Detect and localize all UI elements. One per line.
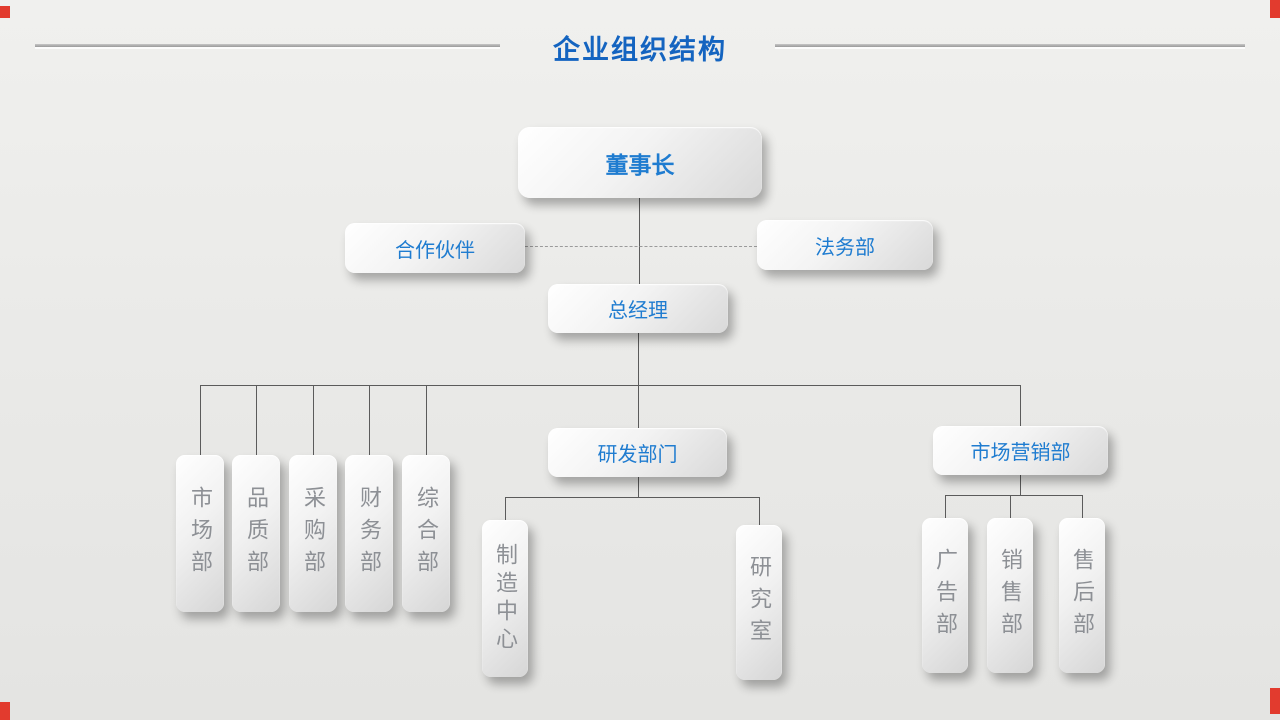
node-legal: 法务部 [757, 220, 933, 270]
corner-accent-top-right [1270, 0, 1280, 18]
corner-accent-bottom-right [1270, 688, 1280, 714]
title-rule-left [35, 44, 500, 47]
node-aftersales-label: 售后部 [1070, 547, 1095, 644]
node-marketing-label: 市场营销部 [970, 442, 1071, 464]
slide-title: 企业组织结构 [553, 35, 727, 65]
connector-drop-aftersales [1082, 495, 1083, 518]
node-dept-general: 综合部 [402, 455, 450, 612]
node-research-lab: 研究室 [736, 525, 782, 680]
connector-rd-sub [638, 477, 639, 497]
connector-drop-rd [638, 385, 639, 428]
node-dept-market: 市场部 [176, 455, 224, 612]
connector-drop-sales [1010, 495, 1011, 518]
connector-drop-marketing [1020, 385, 1021, 426]
connector-chairman-gm [639, 198, 640, 284]
connector-drop-dept4 [369, 385, 370, 455]
node-chairman-label: 董事长 [605, 151, 675, 178]
connector-bus [200, 385, 1020, 386]
node-chairman: 董事长 [518, 127, 762, 198]
connector-drop-dept5 [426, 385, 427, 455]
node-advertising-label: 广告部 [933, 547, 958, 644]
connector-drop-dept3 [313, 385, 314, 455]
connector-drop-dept2 [256, 385, 257, 455]
corner-accent-bottom-left [0, 702, 10, 720]
connector-rd-bus [505, 497, 759, 498]
connector-drop-lab [759, 497, 760, 525]
node-rd: 研发部门 [548, 428, 727, 477]
connector-marketing-bus [945, 495, 1082, 496]
node-general-manager-label: 总经理 [608, 300, 668, 322]
node-dept-finance-label: 财务部 [357, 485, 382, 582]
node-partner: 合作伙伴 [345, 223, 525, 273]
connector-marketing-sub [1020, 475, 1021, 495]
node-manufacturing-center: 制造中心 [482, 520, 528, 677]
node-general-manager: 总经理 [548, 284, 728, 333]
node-dept-quality: 品质部 [232, 455, 280, 612]
node-manufacturing-center-label: 制造中心 [493, 542, 518, 655]
connector-drop-mfg [505, 497, 506, 520]
connector-drop-ads [945, 495, 946, 518]
node-sales-label: 销售部 [998, 547, 1023, 644]
node-dept-finance: 财务部 [345, 455, 393, 612]
node-sales: 销售部 [987, 518, 1033, 673]
node-dept-quality-label: 品质部 [244, 485, 269, 582]
title-rule-right [775, 44, 1245, 47]
node-advertising: 广告部 [922, 518, 968, 673]
connector-dashed-partner-legal [525, 246, 757, 247]
node-marketing: 市场营销部 [933, 426, 1108, 475]
node-partner-label: 合作伙伴 [395, 239, 475, 262]
node-dept-procurement: 采购部 [289, 455, 337, 612]
node-dept-market-label: 市场部 [188, 485, 213, 582]
node-dept-procurement-label: 采购部 [301, 485, 326, 582]
connector-drop-dept1 [200, 385, 201, 455]
node-legal-label: 法务部 [815, 236, 875, 259]
node-research-lab-label: 研究室 [747, 554, 772, 651]
corner-accent-top-left [0, 6, 10, 18]
connector-gm-bus [638, 333, 639, 385]
node-rd-label: 研发部门 [597, 444, 678, 466]
node-dept-general-label: 综合部 [414, 485, 439, 582]
node-aftersales: 售后部 [1059, 518, 1105, 673]
